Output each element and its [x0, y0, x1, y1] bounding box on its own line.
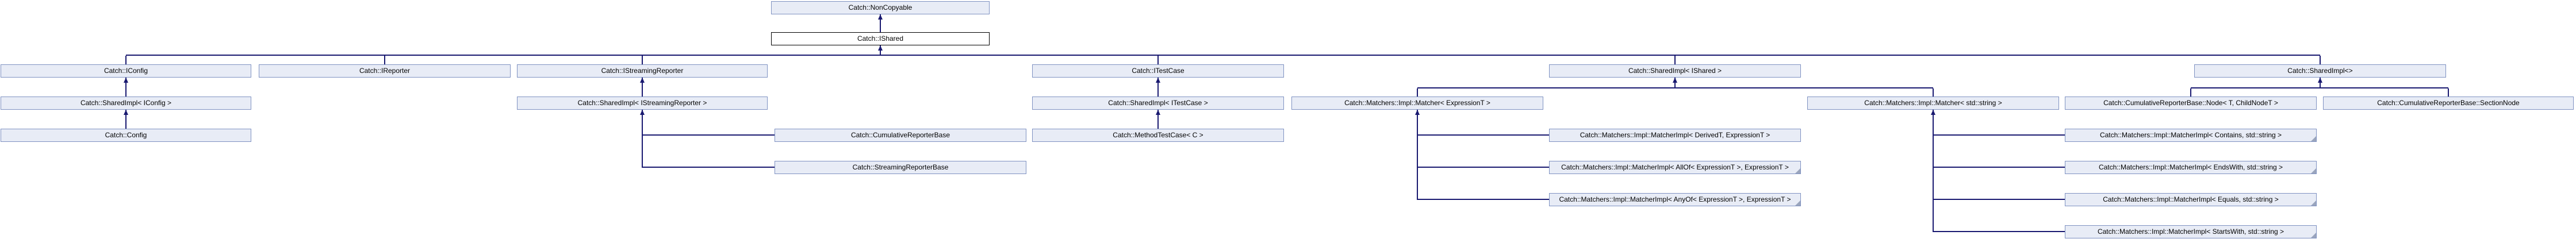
inheritance-edge-line [1157, 78, 1159, 97]
inheritance-edge-line [880, 14, 881, 32]
class-node-ireporter[interactable]: Catch::IReporter [259, 64, 511, 78]
inheritance-edge-line [1933, 167, 2065, 168]
inheritance-edge-line [1933, 199, 2065, 200]
class-node-matcherimpl-derivedt[interactable]: Catch::Matchers::Impl::MatcherImpl< Deri… [1549, 129, 1801, 142]
inheritance-edge-line [125, 78, 126, 97]
inheritance-edge-line [642, 78, 643, 97]
class-node-cumulative-sectionnode[interactable]: Catch::CumulativeReporterBase::SectionNo… [2323, 97, 2574, 110]
inheritance-edge-line [642, 110, 643, 168]
inheritance-arrow-up-icon [1156, 78, 1160, 83]
inheritance-arrow-up-icon [878, 14, 883, 20]
inheritance-edge-line [1417, 167, 1549, 168]
class-node-matcherimpl-contains[interactable]: Catch::Matchers::Impl::MatcherImpl< Cont… [2065, 129, 2317, 142]
class-node-matcherimpl-endswith[interactable]: Catch::Matchers::Impl::MatcherImpl< Ends… [2065, 161, 2317, 174]
class-node-sharedimpl-empty[interactable]: Catch::SharedImpl<> [2194, 64, 2446, 78]
inheritance-edge-line [126, 55, 2320, 56]
inheritance-edge-line [2320, 56, 2321, 64]
class-node-matcherimpl-anyof[interactable]: Catch::Matchers::Impl::MatcherImpl< AnyO… [1549, 193, 1801, 206]
inheritance-edge-line [642, 134, 775, 136]
inheritance-edge-line [642, 167, 775, 168]
inheritance-edge-line [1674, 78, 1676, 88]
class-node-cumulative-node[interactable]: Catch::CumulativeReporterBase::Node< T, … [2065, 97, 2317, 110]
inheritance-edge-line [1417, 110, 1418, 200]
inheritance-arrow-up-icon [124, 110, 128, 115]
inheritance-edge-line [1933, 134, 2065, 136]
inheritance-arrow-up-icon [2318, 78, 2322, 83]
inheritance-arrow-up-icon [640, 110, 645, 115]
inheritance-edge-line [1417, 199, 1549, 200]
inheritance-edge-line [1674, 56, 1676, 64]
class-node-itestcase[interactable]: Catch::ITestCase [1032, 64, 1284, 78]
inheritance-edge-line [1933, 231, 2065, 232]
inheritance-edge-line [125, 110, 126, 129]
inheritance-arrow-up-icon [640, 78, 645, 83]
inheritance-edge-line [384, 56, 385, 64]
inheritance-arrow-up-icon [1156, 110, 1160, 115]
class-node-matcher-expressiont[interactable]: Catch::Matchers::Impl::Matcher< Expressi… [1291, 97, 1543, 110]
inheritance-arrow-up-icon [878, 45, 883, 51]
inheritance-edge-line [1157, 56, 1159, 64]
inheritance-arrow-up-icon [124, 78, 128, 83]
inheritance-edge-line [2448, 88, 2449, 97]
inheritance-edge-line [2190, 88, 2191, 97]
class-node-cumulativereporterbase[interactable]: Catch::CumulativeReporterBase [775, 129, 1026, 142]
class-node-ishared: Catch::IShared [771, 32, 990, 45]
inheritance-edge-line [1417, 134, 1549, 136]
class-node-methodtestcase[interactable]: Catch::MethodTestCase< C > [1032, 129, 1284, 142]
class-node-matcherimpl-equals[interactable]: Catch::Matchers::Impl::MatcherImpl< Equa… [2065, 193, 2317, 206]
class-node-istreamingreporter[interactable]: Catch::IStreamingReporter [517, 64, 768, 78]
class-node-sharedimpl-istreamingreporter[interactable]: Catch::SharedImpl< IStreamingReporter > [517, 97, 768, 110]
inheritance-edge-line [1933, 110, 1934, 232]
inheritance-arrow-up-icon [1415, 110, 1420, 115]
inheritance-edge-line [125, 56, 126, 64]
class-node-sharedimpl-iconfig[interactable]: Catch::SharedImpl< IConfig > [1, 97, 251, 110]
class-node-streamingreporterbase[interactable]: Catch::StreamingReporterBase [775, 161, 1026, 174]
inheritance-arrow-up-icon [1673, 78, 1677, 83]
class-node-noncopyable[interactable]: Catch::NonCopyable [771, 1, 990, 14]
inheritance-edge-line [1157, 110, 1159, 129]
class-node-matcherimpl-allof[interactable]: Catch::Matchers::Impl::MatcherImpl< AllO… [1549, 161, 1801, 174]
inheritance-edge-line [880, 45, 881, 56]
inheritance-arrow-up-icon [1931, 110, 1935, 115]
inheritance-edge-line [2320, 78, 2321, 88]
inheritance-edge-line [642, 56, 643, 64]
class-node-iconfig[interactable]: Catch::IConfig [1, 64, 251, 78]
inheritance-edge-line [1933, 88, 1934, 97]
class-node-sharedimpl-ishared[interactable]: Catch::SharedImpl< IShared > [1549, 64, 1801, 78]
class-node-config[interactable]: Catch::Config [1, 129, 251, 142]
class-node-matcher-stdstring[interactable]: Catch::Matchers::Impl::Matcher< std::str… [1807, 97, 2059, 110]
class-node-sharedimpl-itestcase[interactable]: Catch::SharedImpl< ITestCase > [1032, 97, 1284, 110]
inheritance-edge-line [1417, 88, 1418, 97]
class-node-matcherimpl-startswith[interactable]: Catch::Matchers::Impl::MatcherImpl< Star… [2065, 225, 2317, 238]
